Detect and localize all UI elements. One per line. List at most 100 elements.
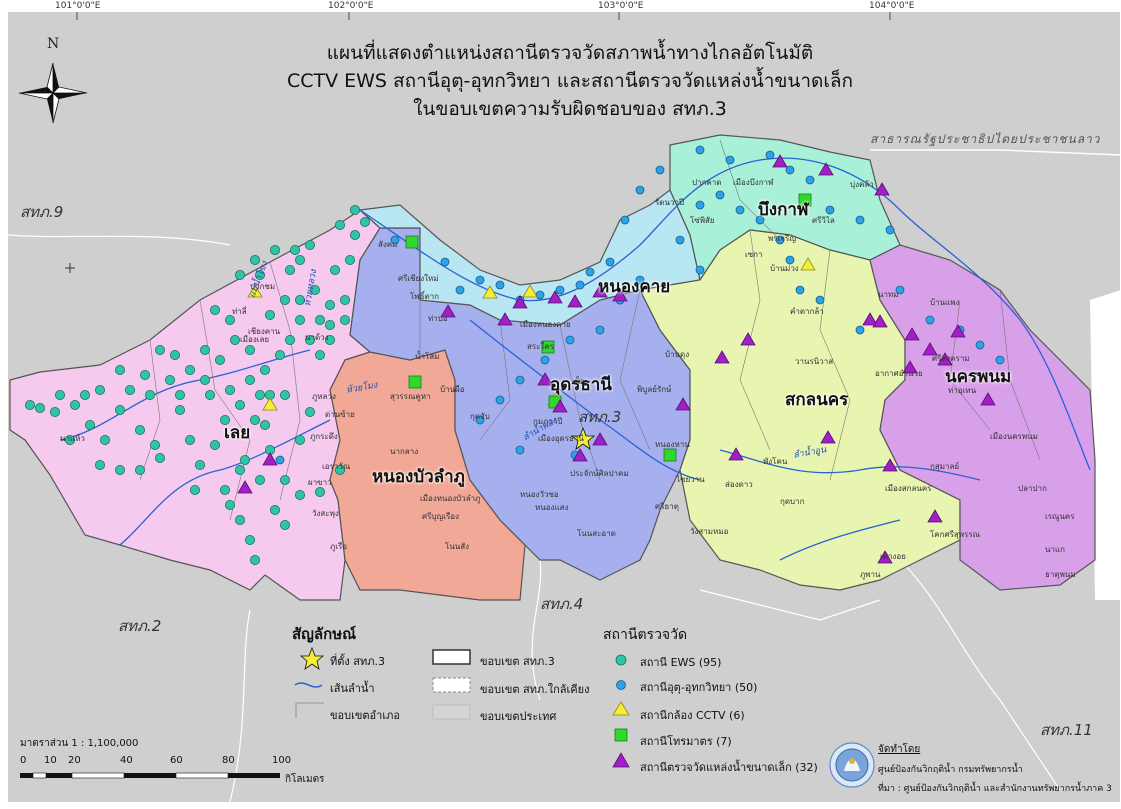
hydro-station-marker bbox=[635, 275, 645, 285]
hydro-station-marker bbox=[735, 205, 745, 215]
ews-station-marker bbox=[249, 414, 260, 425]
district-label: อากาศอำนวย bbox=[875, 369, 923, 378]
region-label-11: สทภ.11 bbox=[1040, 721, 1093, 739]
smallwater-station-marker bbox=[572, 448, 588, 462]
legend-boundary-country-label: ขอบเขตประเทศ bbox=[480, 710, 557, 723]
district-label: ภูเรือ bbox=[330, 542, 348, 551]
district-label: กุสุมาลย์ bbox=[930, 462, 960, 471]
map-title-line1: แผนที่แสดงตำแหน่งสถานีตรวจวัดสภาพน้ำทางไ… bbox=[326, 42, 814, 64]
district-label: เซกา bbox=[745, 250, 763, 259]
ews-station-marker bbox=[95, 384, 106, 395]
ews-station-marker bbox=[239, 454, 250, 465]
hydro-station-marker bbox=[555, 285, 565, 295]
district-label: นาด้วง bbox=[305, 333, 329, 342]
north-label: N bbox=[47, 36, 60, 52]
smallwater-station-marker bbox=[612, 288, 628, 302]
smallwater-station-marker bbox=[537, 372, 553, 386]
ews-station-marker bbox=[184, 434, 195, 445]
hydro-station-marker bbox=[475, 275, 485, 285]
country-boundary-line bbox=[870, 149, 1121, 156]
district-label: เมืองเลย bbox=[240, 335, 270, 344]
ews-station-marker bbox=[279, 474, 290, 485]
district-label: ด่านซ้าย bbox=[325, 410, 355, 419]
legend-boundary-neighbor-label: ขอบเขต สทภ.ใกล้เคียง bbox=[480, 683, 590, 696]
hydro-station-marker bbox=[635, 185, 645, 195]
smallwater-station-marker bbox=[874, 182, 890, 196]
department-logo bbox=[829, 742, 875, 788]
graticule-ticks bbox=[76, 12, 891, 20]
graticule-label-102: 102°0'0"E bbox=[328, 1, 374, 11]
province-label-loei: เลย bbox=[224, 423, 251, 443]
district-label: นาแห้ว bbox=[60, 434, 85, 443]
ews-station-marker bbox=[249, 254, 260, 265]
telemetry-legend-icon bbox=[614, 728, 628, 742]
district-label: เมืองหนองบัวลำภู bbox=[420, 494, 481, 503]
ews-station-marker bbox=[314, 486, 325, 497]
smallwater-station-marker bbox=[772, 154, 788, 168]
hydro-station-marker bbox=[655, 165, 665, 175]
district-label: เมืองนครพนม bbox=[990, 432, 1038, 441]
ews-station-marker bbox=[219, 484, 230, 495]
ews-station-marker bbox=[134, 464, 145, 475]
hydro-station-marker bbox=[815, 295, 825, 305]
district-label: ส่องดาว bbox=[725, 480, 753, 489]
province-label-sakonnakhon: สกลนคร bbox=[785, 390, 849, 410]
hydro-station-marker bbox=[495, 395, 505, 405]
hydro-station-marker bbox=[695, 265, 705, 275]
ews-station-marker bbox=[304, 239, 315, 250]
ews-station-marker bbox=[214, 354, 225, 365]
smallwater-station-marker bbox=[237, 480, 253, 494]
station-label-ews: สถานี EWS (95) bbox=[640, 656, 722, 669]
graticule-label-103: 103°0'0"E bbox=[598, 1, 644, 11]
region-label-4: สทภ.4 bbox=[540, 595, 584, 613]
district-label: ศรีวิไล bbox=[812, 216, 835, 225]
ews-station-marker bbox=[304, 406, 315, 417]
smallwater-station-marker bbox=[862, 312, 878, 326]
ews-station-marker bbox=[184, 364, 195, 375]
legend-heading: สัญลักษณ์ bbox=[292, 625, 357, 643]
district-label: หนองหาน bbox=[655, 440, 690, 449]
district-label: เมืองสกลนคร bbox=[885, 484, 932, 493]
hydro-station-marker bbox=[595, 325, 605, 335]
hydro-station-marker bbox=[495, 280, 505, 290]
ews-station-marker bbox=[50, 406, 61, 417]
ews-station-marker bbox=[174, 404, 185, 415]
hydro-station-marker bbox=[695, 200, 705, 210]
ews-station-marker bbox=[294, 489, 305, 500]
station-label-cctv: สถานีกล้อง CCTV (6) bbox=[640, 709, 745, 722]
telemetry-station-marker bbox=[541, 340, 555, 354]
graticule-label-104: 104°0'0"E bbox=[869, 1, 915, 11]
ews-station-marker bbox=[314, 314, 325, 325]
smallwater-station-marker bbox=[512, 295, 528, 309]
hydro-station-marker bbox=[805, 175, 815, 185]
ews-station-marker bbox=[294, 434, 305, 445]
boundary-r3-swatch bbox=[432, 649, 471, 665]
district-label: สังคม bbox=[378, 240, 398, 249]
ews-station-marker bbox=[139, 369, 150, 380]
hydro-station-marker bbox=[605, 257, 615, 267]
district-label: เพ็ญ bbox=[572, 377, 587, 386]
district-label: วานรนิวาส bbox=[795, 357, 834, 366]
district-label: ภูพาน bbox=[860, 570, 881, 579]
scale-tick-label: 60 bbox=[170, 755, 183, 766]
hydro-legend-icon bbox=[616, 680, 626, 690]
district-label: คำตากล้า bbox=[790, 307, 824, 316]
district-label: พิบูลย์รักษ์ bbox=[637, 385, 672, 394]
ews-station-marker bbox=[70, 399, 81, 410]
ews-station-marker bbox=[339, 294, 350, 305]
ews-station-marker bbox=[279, 389, 290, 400]
hydro-station-marker bbox=[565, 335, 575, 345]
map-title-line3: ในขอบเขตความรับผิดชอบของ สทภ.3 bbox=[413, 98, 727, 120]
ews-station-marker bbox=[339, 314, 350, 325]
legend-river-label: เส้นลำน้ำ bbox=[330, 682, 375, 695]
hydro-station-marker bbox=[925, 315, 935, 325]
scale-unit: กิโลเมตร bbox=[285, 774, 325, 785]
ews-station-marker bbox=[309, 284, 320, 295]
ews-station-marker bbox=[174, 389, 185, 400]
ews-station-marker bbox=[249, 555, 260, 566]
ews-station-marker bbox=[259, 364, 270, 375]
hydro-station-marker bbox=[995, 355, 1005, 365]
river-line-icon bbox=[294, 682, 323, 688]
